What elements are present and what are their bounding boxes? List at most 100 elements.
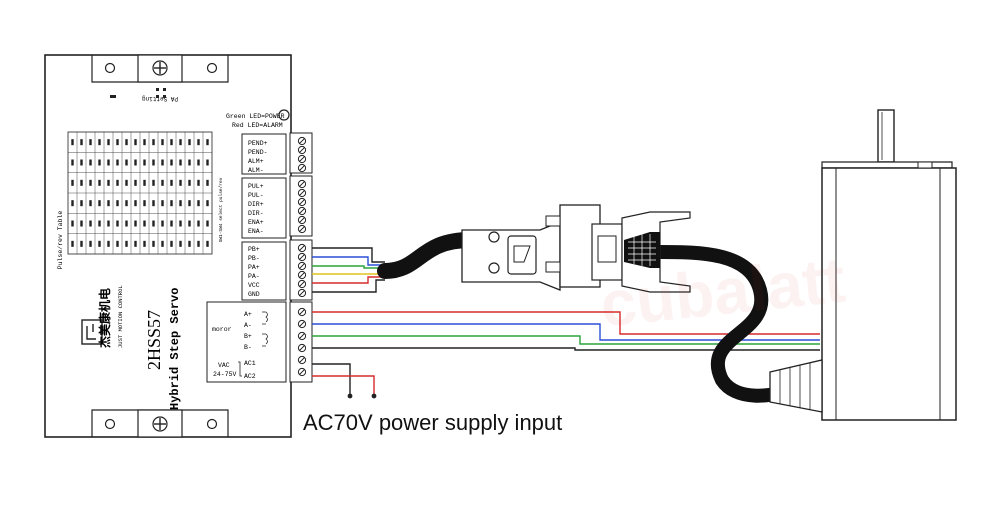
- table-cell-mark: [89, 139, 92, 146]
- pa-setting-switches: [110, 88, 166, 98]
- table-cell-mark: [125, 179, 128, 186]
- motor-label: moror: [212, 326, 232, 333]
- table-cell-mark: [161, 240, 164, 247]
- table-cell-mark: [188, 200, 191, 207]
- table-cell-mark: [98, 179, 101, 186]
- motor-body: [821, 167, 957, 421]
- ac1-terminal-dot: [347, 393, 353, 399]
- table-cell-mark: [161, 139, 164, 146]
- table-cell-mark: [179, 220, 182, 227]
- term-pa-minus: PA-: [248, 273, 260, 280]
- term-b-plus: B+: [244, 333, 252, 340]
- motor-shaft: [877, 109, 895, 163]
- cable-gland: [769, 359, 823, 413]
- screw-slot: [299, 263, 305, 269]
- table-cell-mark: [161, 220, 164, 227]
- table-cell-mark: [206, 240, 209, 247]
- table-cell-mark: [152, 240, 155, 247]
- table-cell-mark: [71, 200, 74, 207]
- table-cell-mark: [206, 139, 209, 146]
- table-cell-mark: [116, 220, 119, 227]
- table-cell-mark: [143, 220, 146, 227]
- table-cell-mark: [179, 139, 182, 146]
- table-cell-mark: [206, 179, 209, 186]
- screw-slot: [299, 190, 305, 196]
- terminal-box-2: [241, 177, 287, 239]
- table-cell-mark: [98, 240, 101, 247]
- screw-slot: [299, 254, 305, 260]
- table-cell-mark: [197, 179, 200, 186]
- table-cell-mark: [116, 139, 119, 146]
- wire-a-minus-blue: [312, 323, 820, 341]
- table-cell-mark: [161, 159, 164, 166]
- driver-unit: PA Setting Green LED=POWER Red LED=ALARM…: [44, 54, 292, 438]
- table-cell-mark: [152, 179, 155, 186]
- model-name: 2HSS57: [144, 310, 164, 370]
- term-ena-plus: ENA+: [248, 219, 264, 226]
- term-ena-minus: ENA-: [248, 228, 264, 235]
- table-cell-mark: [116, 200, 119, 207]
- table-cell-mark: [89, 200, 92, 207]
- terminal-strip-4: [289, 301, 313, 383]
- table-cell-mark: [80, 179, 83, 186]
- term-pb-minus: PB-: [248, 255, 260, 262]
- table-cell-mark: [71, 220, 74, 227]
- coil-a-symbol: [262, 311, 268, 325]
- term-vcc: VCC: [248, 282, 260, 289]
- screw-slot: [299, 357, 305, 363]
- screw-slot: [299, 321, 305, 327]
- table-cell-mark: [125, 200, 128, 207]
- table-cell-mark: [89, 159, 92, 166]
- connector-screw-top: [488, 231, 500, 243]
- table-cell-mark: [98, 220, 101, 227]
- screw-slot: [299, 309, 305, 315]
- screw-slot: [299, 281, 305, 287]
- motor-power-wires: [312, 311, 820, 351]
- table-cell-mark: [170, 220, 173, 227]
- term-dir-plus: DIR+: [248, 201, 264, 208]
- table-cell-mark: [71, 179, 74, 186]
- pa-setting-label: PA Setting: [142, 95, 178, 102]
- term-pa-plus: PA+: [248, 264, 260, 271]
- screw-slot: [299, 181, 305, 187]
- table-cell-mark: [170, 139, 173, 146]
- table-cell-mark: [170, 159, 173, 166]
- table-cell-mark: [107, 220, 110, 227]
- mount-hole-bl: [104, 418, 116, 430]
- table-cell-mark: [89, 179, 92, 186]
- table-cell-mark: [134, 159, 137, 166]
- table-cell-mark: [188, 159, 191, 166]
- connector-screw-bottom: [488, 262, 500, 274]
- screw-slot: [299, 333, 305, 339]
- table-cell-mark: [98, 139, 101, 146]
- term-pb-plus: PB+: [248, 246, 260, 253]
- table-cell-mark: [197, 240, 200, 247]
- led-red-label: Red LED=ALARM: [232, 122, 283, 129]
- term-a-plus: A+: [244, 311, 252, 318]
- connector-face: [507, 235, 537, 275]
- table-cell-mark: [143, 159, 146, 166]
- wire-feedback-gnd: [312, 279, 385, 293]
- dip-note: SW1-SW4 select pulse/rev: [218, 177, 224, 242]
- screw-slot: [299, 165, 305, 171]
- table-cell-mark: [98, 159, 101, 166]
- table-cell-mark: [107, 179, 110, 186]
- table-cell-mark: [152, 200, 155, 207]
- table-cell-mark: [71, 240, 74, 247]
- table-cell-mark: [161, 200, 164, 207]
- wire-feedback-black: [312, 247, 385, 263]
- power-supply-caption: AC70V power supply input: [303, 410, 563, 435]
- table-cell-mark: [80, 159, 83, 166]
- table-cell-mark: [125, 240, 128, 247]
- ac2-terminal-dot: [371, 393, 377, 399]
- screw-slot: [299, 217, 305, 223]
- term-ac2: AC2: [244, 373, 256, 380]
- table-cell-mark: [188, 139, 191, 146]
- feedback-cable: [377, 204, 807, 403]
- wire-b-minus-black: [312, 347, 820, 351]
- term-pend-minus: PEND-: [248, 149, 268, 156]
- pulse-rev-table: [67, 131, 213, 255]
- table-cell-mark: [80, 240, 83, 247]
- term-alm-minus: ALM-: [248, 167, 264, 174]
- table-cell-mark: [152, 139, 155, 146]
